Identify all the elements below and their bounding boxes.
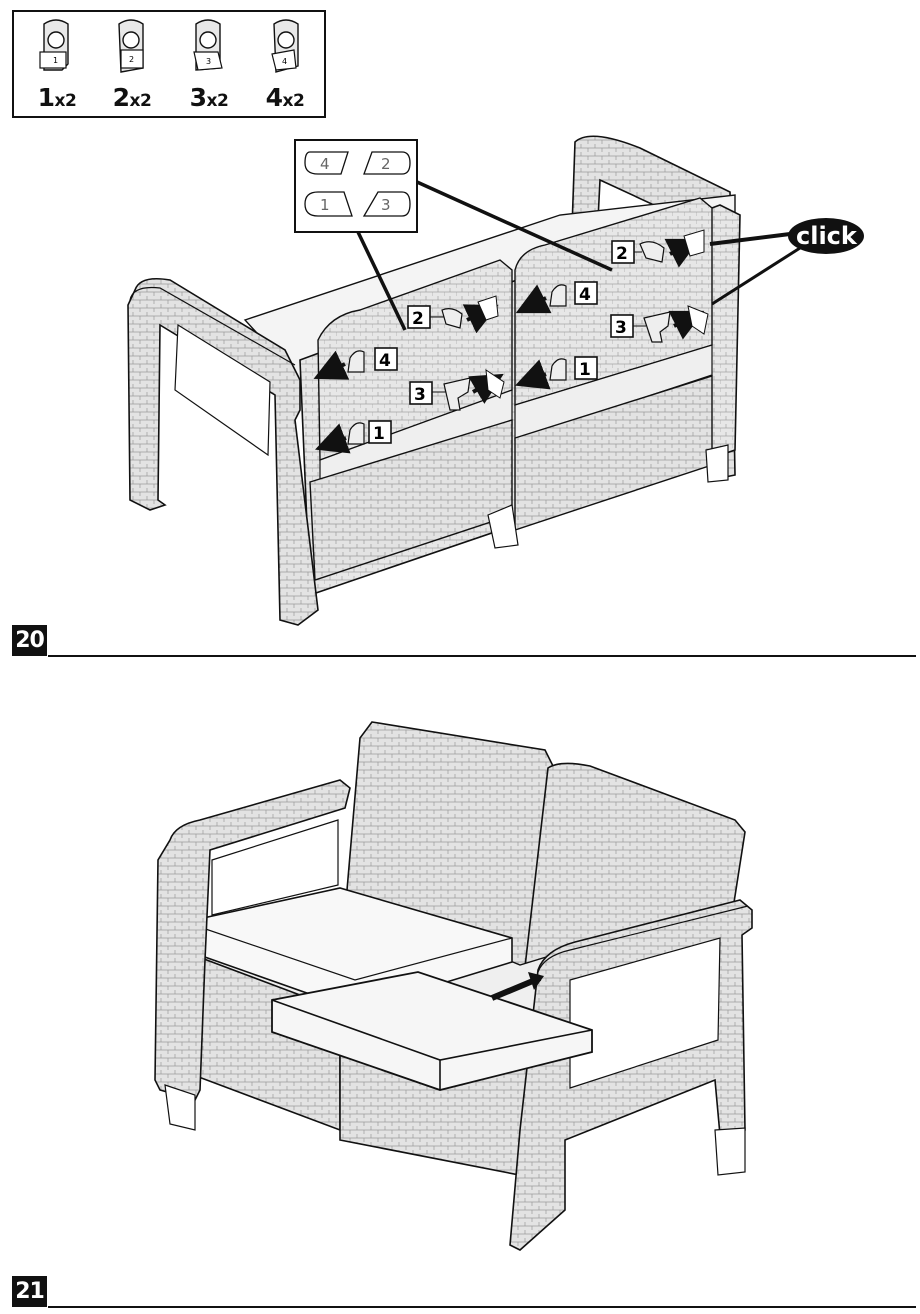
step-21-illustration — [0, 710, 920, 1260]
part-1-qty: x2 — [55, 91, 77, 111]
part-3: 3 3x2 — [174, 18, 244, 116]
clip-part-1-icon: 1 — [36, 18, 78, 78]
left-callout-1: 1 — [373, 424, 385, 444]
part-3-qty: x2 — [207, 91, 229, 111]
insert-label-bottom-right: 3 — [381, 196, 391, 214]
step-20-illustration: 4 2 1 3 2 4 3 1 2 4 — [0, 120, 920, 640]
clip-part-3-icon: 3 — [188, 18, 230, 78]
right-callout-3: 3 — [615, 318, 627, 338]
click-label: click — [796, 222, 858, 250]
step-21-divider — [48, 1306, 916, 1308]
left-callout-4: 4 — [379, 351, 391, 371]
right-callout-4: 4 — [579, 285, 591, 305]
left-callout-3: 3 — [414, 385, 426, 405]
step-21-badge: 21 — [12, 1276, 47, 1307]
insert-label-top-right: 2 — [381, 155, 391, 173]
parts-legend: 1 1x2 2 2x2 3 3x2 4 4x2 — [12, 10, 326, 118]
part-4-qty: x2 — [283, 91, 305, 111]
clip-part-2-icon: 2 — [111, 18, 153, 78]
step-20-badge: 20 — [12, 625, 47, 656]
insert-label-top-left: 4 — [320, 155, 330, 173]
leg-back-right — [715, 1128, 745, 1175]
part-2-number: 2 — [113, 83, 130, 112]
svg-text:4: 4 — [282, 57, 287, 66]
clip-part-4-icon: 4 — [264, 18, 306, 78]
part-4-number: 4 — [266, 83, 283, 112]
step-20-divider — [48, 655, 916, 657]
left-callout-2: 2 — [412, 309, 424, 329]
part-4: 4 4x2 — [250, 18, 320, 116]
part-1-number: 1 — [38, 83, 55, 112]
right-callout-1: 1 — [579, 360, 591, 380]
part-1: 1 1x2 — [22, 18, 92, 116]
part-3-number: 3 — [190, 83, 207, 112]
insert-label-bottom-left: 1 — [320, 196, 330, 214]
svg-text:2: 2 — [129, 55, 134, 64]
part-2: 2 2x2 — [97, 18, 167, 116]
part-2-qty: x2 — [130, 91, 152, 111]
right-callout-2: 2 — [616, 244, 628, 264]
svg-text:1: 1 — [53, 56, 58, 65]
svg-text:3: 3 — [206, 57, 211, 66]
